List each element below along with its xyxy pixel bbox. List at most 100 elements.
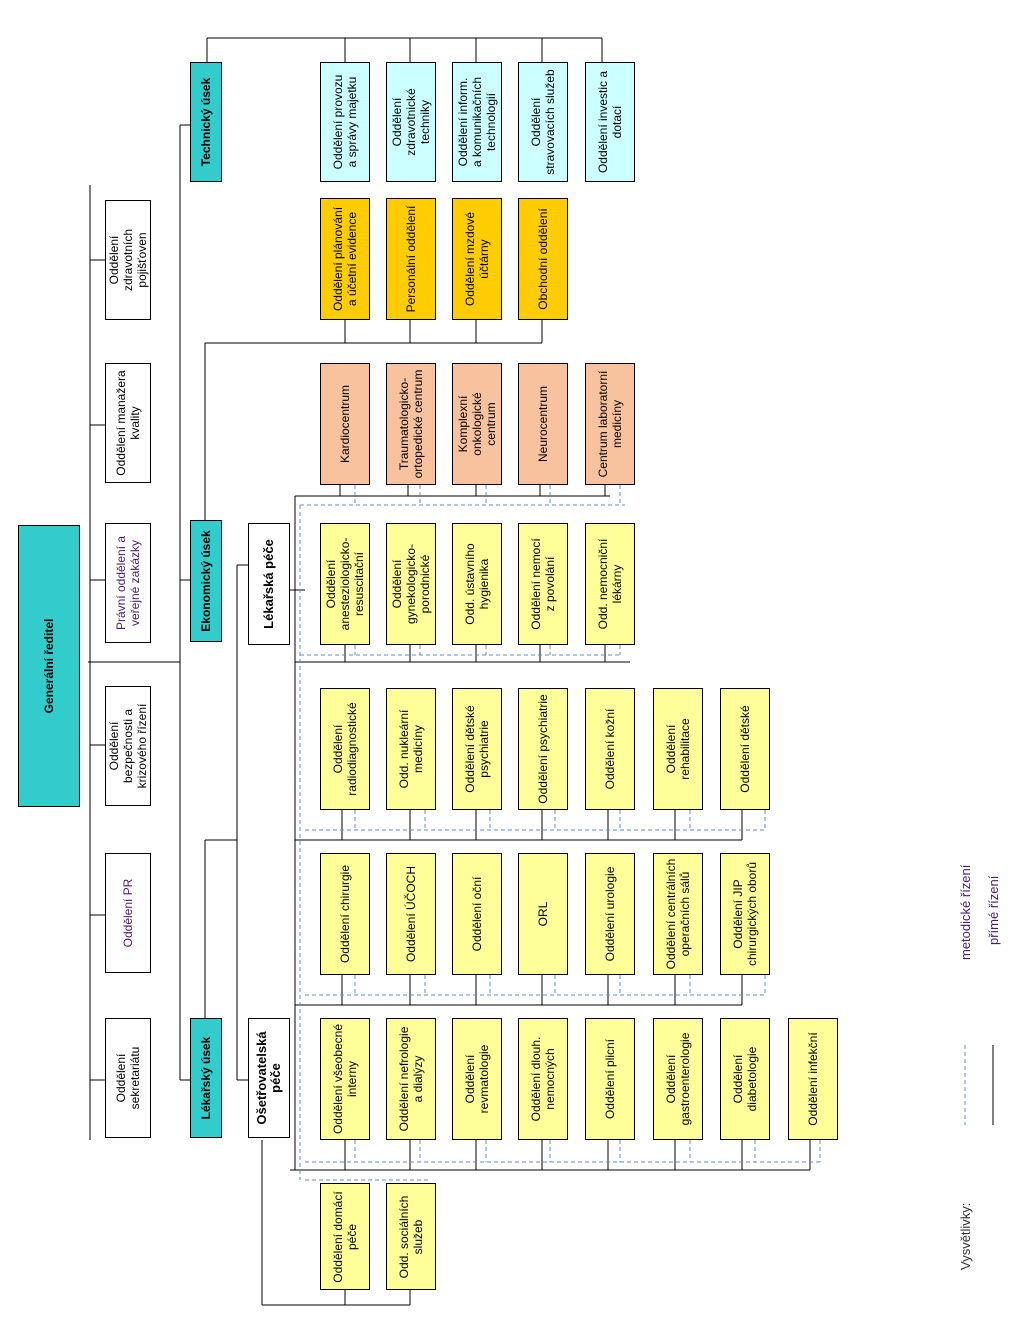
unit-label: Oddělení stravovacích služeb: [529, 69, 557, 175]
medical-department[interactable]: Odd. nukleární medicíny: [386, 688, 436, 810]
unit-label: Kardiocentrum: [338, 384, 352, 464]
unit-label: Oddělení chirurgie: [338, 864, 352, 964]
division-label: Lékařský úsek: [199, 1036, 213, 1120]
econ-unit[interactable]: Obchodní oddělení: [518, 198, 568, 320]
medical-department[interactable]: Oddělení nefrologie a dialýzy: [386, 1018, 436, 1140]
nursing-unit[interactable]: Oddělení domácí péče: [320, 1183, 370, 1290]
legend-title: Vysvětlivky:: [958, 1202, 973, 1270]
staff-label: Oddělení zdravotních pojišťoven: [107, 228, 149, 292]
medical-department[interactable]: ORL: [518, 853, 568, 975]
medical-department[interactable]: Oddělení oční: [452, 853, 502, 975]
medical-department[interactable]: Oddělení infekční: [788, 1018, 838, 1140]
medical-department[interactable]: Oddělení ÚČOCH: [386, 853, 436, 975]
methodical-lines: [299, 485, 966, 1181]
econ-unit[interactable]: Oddělení mzdové účtárny: [452, 198, 502, 320]
unit-label: Oddělení centrálních operačních sálů: [664, 858, 692, 970]
unit-label: Oddělení radiodiagnostické: [331, 702, 359, 796]
center-unit[interactable]: Kardiocentrum: [320, 363, 370, 485]
unit-label: Odd. nemocniční lékárny: [596, 538, 624, 630]
unit-label: Oddělení urologie: [603, 866, 617, 962]
medical-department[interactable]: Oddělení diabetologie: [720, 1018, 770, 1140]
staff-box-insurance[interactable]: Oddělení zdravotních pojišťoven: [105, 200, 151, 320]
unit-label: Oddělení ÚČOCH: [404, 865, 418, 963]
tech-unit[interactable]: Oddělení investic a dotací: [585, 62, 635, 182]
medical-department[interactable]: Oddělení kožní: [585, 688, 635, 810]
medical-department[interactable]: Oddělení dětské: [720, 688, 770, 810]
unit-label: Obchodní oddělení: [536, 208, 550, 310]
unit-label: Oddělení plicní: [603, 1038, 617, 1120]
unit-label: Oddělení kožní: [603, 708, 617, 790]
tech-unit[interactable]: Oddělení zdravotnické techniky: [386, 62, 436, 182]
tech-unit[interactable]: Oddělení stravovacích služeb: [518, 62, 568, 182]
unit-label: Oddělení nemocí z povolání: [529, 538, 557, 630]
unit-label: Odd. ústavního hygienika: [463, 543, 491, 625]
unit-label: Personální oddělení: [404, 205, 418, 313]
unit-label: Centrum laboratorní medicíny: [596, 370, 624, 478]
direct-lines: [88, 37, 994, 1306]
unit-label: Oddělení dětské: [738, 705, 752, 793]
unit-label: Oddělení zdravotnické techniky: [390, 88, 432, 156]
subdivision-medical-care[interactable]: Lékařská péče: [248, 523, 290, 645]
unit-label: Oddělení gynekologicko- porodnické: [390, 543, 432, 625]
unit-label: Oddělení provozu a správy majetku: [331, 74, 359, 170]
medical-department[interactable]: Oddělení nemocí z povolání: [518, 523, 568, 645]
unit-label: Neurocentrum: [536, 385, 550, 463]
medical-department[interactable]: Oddělení urologie: [585, 853, 635, 975]
legend-dashed-label: metodické řízení: [958, 864, 973, 960]
medical-department[interactable]: Oddělení gastroenterologie: [653, 1018, 703, 1140]
staff-label: Právní oddělení a veřejné zakázky: [114, 535, 142, 631]
medical-department[interactable]: Oddělení centrálních operačních sálů: [653, 853, 703, 975]
unit-label: Oddělení inform. a komunikačních technol…: [456, 76, 498, 168]
medical-department[interactable]: Oddělení revmatologie: [452, 1018, 502, 1140]
unit-label: Oddělení dlouh. nemocných: [529, 1036, 557, 1122]
unit-label: Oddělení JIP chirurgických oborů: [731, 861, 759, 967]
staff-box-pr[interactable]: Oddělení PR: [105, 853, 151, 973]
subdivision-label: Ošetřovatelská péče: [254, 1031, 283, 1125]
tech-unit[interactable]: Oddělení inform. a komunikačních technol…: [452, 62, 502, 182]
unit-label: Oddělení infekční: [806, 1032, 820, 1126]
unit-label: Traumatologicko- ortopedické centrum: [397, 369, 425, 479]
legend-solid-label: přímé řízení: [986, 875, 1001, 945]
medical-department[interactable]: Oddělení radiodiagnostické: [320, 688, 370, 810]
tech-unit[interactable]: Oddělení provozu a správy majetku: [320, 62, 370, 182]
staff-label: Oddělení sekretariátu: [114, 1046, 142, 1110]
medical-department[interactable]: Oddělení JIP chirurgických oborů: [720, 853, 770, 975]
general-director-box[interactable]: Generální ředitel: [18, 525, 80, 807]
nursing-unit[interactable]: Odd. sociálních služeb: [386, 1183, 436, 1290]
medical-department[interactable]: Oddělení anesteziologicko- resuscitační: [320, 523, 370, 645]
staff-box-security[interactable]: Oddělení bezpečnosti a krizového řízení: [105, 686, 151, 806]
division-medical[interactable]: Lékařský úsek: [190, 1018, 222, 1138]
medical-department[interactable]: Odd. nemocniční lékárny: [585, 523, 635, 645]
unit-label: Oddělení diabetologie: [731, 1046, 759, 1112]
unit-label: Oddělení investic a dotací: [596, 70, 624, 174]
unit-label: Oddělení gastroenterologie: [664, 1032, 692, 1126]
econ-unit[interactable]: Personální oddělení: [386, 198, 436, 320]
center-unit[interactable]: Traumatologicko- ortopedické centrum: [386, 363, 436, 485]
staff-label: Oddělení bezpečnosti a krizového řízení: [107, 703, 149, 789]
unit-label: Odd. nukleární medicíny: [397, 709, 425, 789]
staff-box-legal[interactable]: Právní oddělení a veřejné zakázky: [105, 523, 151, 643]
medical-department[interactable]: Oddělení dětské psychiatrie: [452, 688, 502, 810]
medical-department[interactable]: Oddělení plicní: [585, 1018, 635, 1140]
center-unit[interactable]: Neurocentrum: [518, 363, 568, 485]
staff-box-secretariat[interactable]: Oddělení sekretariátu: [105, 1018, 151, 1138]
medical-department[interactable]: Oddělení rehabilitace: [653, 688, 703, 810]
econ-unit[interactable]: Oddělení plánování a účetní evidence: [320, 198, 370, 320]
medical-department[interactable]: Oddělení psychiatrie: [518, 688, 568, 810]
medical-department[interactable]: Oddělení dlouh. nemocných: [518, 1018, 568, 1140]
medical-department[interactable]: Odd. ústavního hygienika: [452, 523, 502, 645]
medical-department[interactable]: Oddělení chirurgie: [320, 853, 370, 975]
center-unit[interactable]: Centrum laboratorní medicíny: [585, 363, 635, 485]
unit-label: Oddělení domácí péče: [331, 1190, 359, 1283]
unit-label: Oddělení mzdové účtárny: [463, 211, 491, 307]
staff-box-quality[interactable]: Oddělení manažera kvality: [105, 363, 151, 483]
unit-label: Komplexní onkologické centrum: [456, 392, 498, 456]
division-technical[interactable]: Technický úsek: [190, 62, 222, 182]
medical-department[interactable]: Oddělení gynekologicko- porodnické: [386, 523, 436, 645]
division-economic[interactable]: Ekonomický úsek: [190, 520, 222, 642]
center-unit[interactable]: Komplexní onkologické centrum: [452, 363, 502, 485]
unit-label: Oddělení dětské psychiatrie: [463, 705, 491, 793]
medical-department[interactable]: Oddělení všeobecné interny: [320, 1018, 370, 1140]
subdivision-nursing[interactable]: Ošetřovatelská péče: [248, 1018, 290, 1138]
